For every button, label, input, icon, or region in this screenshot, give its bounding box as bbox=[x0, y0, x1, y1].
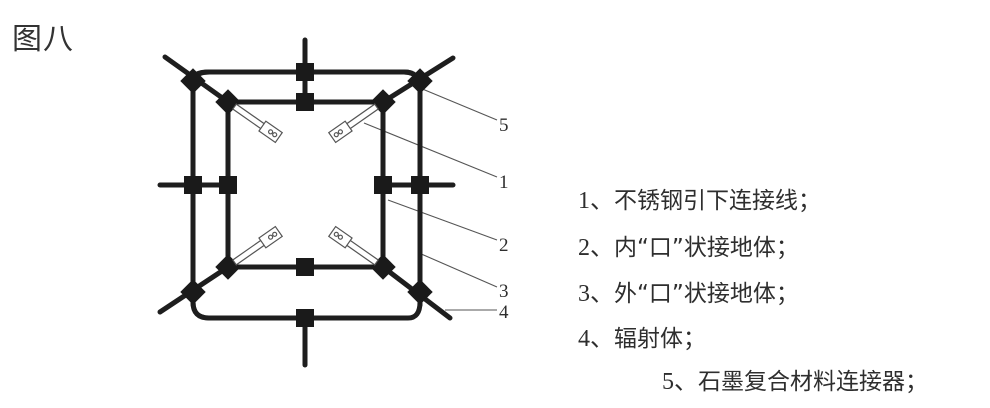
callout-1: 1 bbox=[499, 172, 509, 193]
figure-title: 图八 bbox=[12, 22, 74, 57]
callout-5: 5 bbox=[499, 115, 509, 136]
callout-3: 3 bbox=[499, 281, 509, 302]
callout-2: 2 bbox=[499, 235, 509, 256]
connectors bbox=[180, 63, 433, 327]
inner-ground-loop bbox=[225, 99, 386, 270]
callout-4: 4 bbox=[499, 302, 509, 323]
lead-strips bbox=[231, 103, 380, 266]
leader-lines bbox=[363, 87, 498, 311]
